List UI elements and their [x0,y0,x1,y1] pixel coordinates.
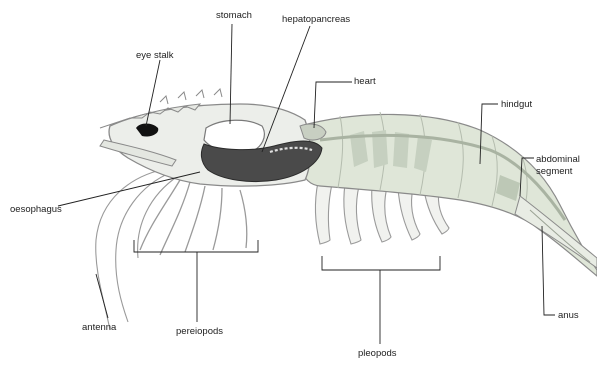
label-oesophagus: oesophagus [10,204,62,215]
antenna-leader [96,274,108,318]
label-heart: heart [354,76,376,87]
label-eye-stalk: eye stalk [136,50,174,61]
shrimp-illustration [96,89,597,330]
label-antenna: antenna [82,322,117,333]
pleopods-bracket [322,256,440,270]
rostrum-spines [160,89,222,104]
label-stomach: stomach [216,10,252,21]
label-hepatopancreas: hepatopancreas [282,14,350,25]
label-abdominal-segment-2: segment [536,166,573,177]
label-pereiopods: pereiopods [176,326,223,337]
pereiopod-legs [140,180,247,255]
label-abdominal-segment-1: abdominal [536,154,580,165]
label-pleopods: pleopods [358,348,397,359]
antennae [96,168,178,330]
pereiopods-bracket [134,240,258,252]
label-anus: anus [558,310,579,321]
label-hindgut: hindgut [501,99,533,110]
oesophagus-leader [58,172,200,206]
